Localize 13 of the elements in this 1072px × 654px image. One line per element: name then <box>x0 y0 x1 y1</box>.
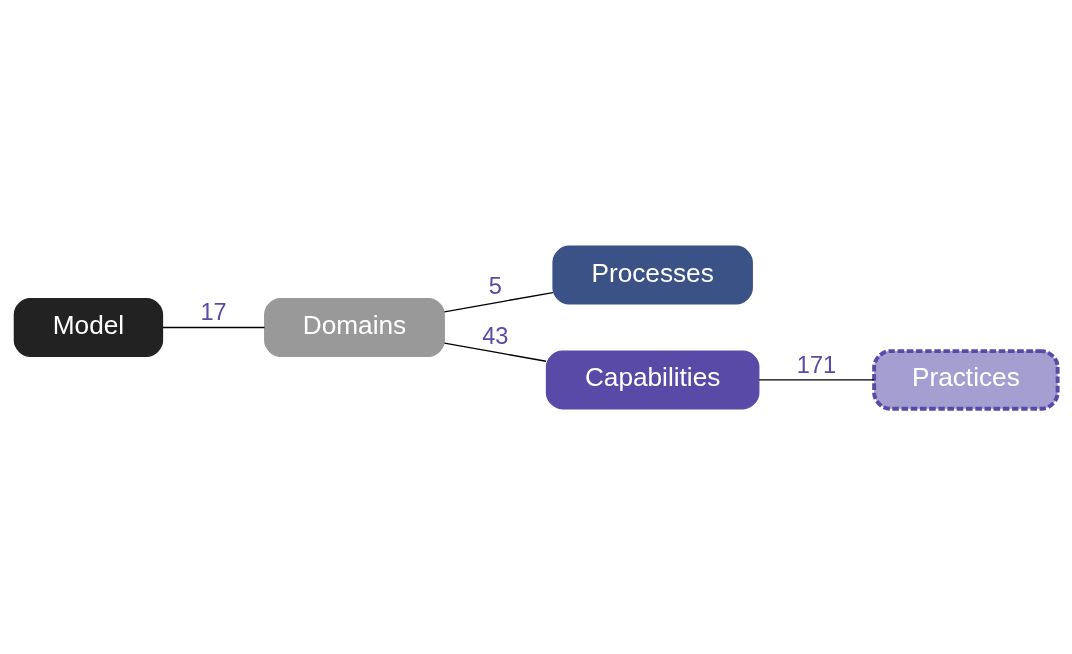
node-box: Processes <box>552 245 753 305</box>
connector <box>162 326 266 328</box>
node-box: Model <box>13 297 164 357</box>
edge-label: 171 <box>796 351 837 378</box>
connector <box>443 291 554 312</box>
node-box: Domains <box>264 297 445 357</box>
connector <box>758 378 875 381</box>
edge-label: 17 <box>200 298 227 325</box>
connector <box>443 342 547 362</box>
node-box: Capabilities <box>545 349 760 409</box>
edge-label: 5 <box>488 272 502 299</box>
node-box: Practices <box>872 348 1060 411</box>
edge-label: 43 <box>482 322 509 349</box>
